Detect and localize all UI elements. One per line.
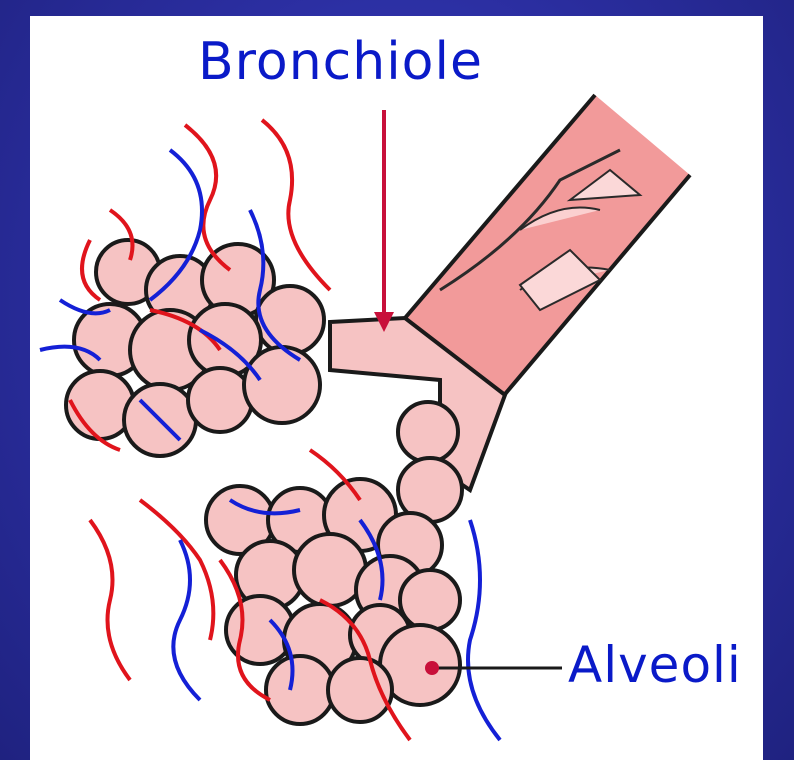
- alveoli-label: Alveoli: [568, 640, 742, 690]
- bronchiole-label: Bronchiole: [198, 36, 483, 88]
- bronchiole-pointer: [374, 110, 394, 332]
